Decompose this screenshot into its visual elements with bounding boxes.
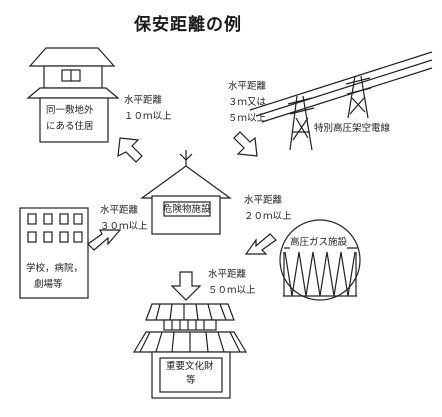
school-label-2: 劇場等 <box>34 279 63 290</box>
arrow-to-power-line <box>233 131 258 157</box>
power-distance-1: 水平距離 <box>228 81 267 92</box>
heritage-label-2: 等 <box>186 375 196 386</box>
residence-label-2: にある住居 <box>46 121 94 132</box>
arrow-to-school <box>87 229 122 251</box>
power-distance-3: ５ｍ以上 <box>228 113 267 124</box>
temple-building <box>132 303 248 399</box>
school-building <box>19 207 89 299</box>
hazardous-facility-building <box>140 150 232 235</box>
arrow-to-gas <box>244 233 277 255</box>
diagram-title: 保安距離の例 <box>134 15 242 35</box>
gas-distance-1: 水平距離 <box>244 195 283 206</box>
residence-distance-1: 水平距離 <box>124 95 163 106</box>
power-line-label: 特別高圧架空電線 <box>314 123 391 134</box>
power-line-towers <box>249 51 433 151</box>
gas-distance-2: ２０ｍ以上 <box>244 211 292 222</box>
arrow-to-residence <box>117 137 143 163</box>
gas-label: 高圧ガス施設 <box>290 236 348 249</box>
heritage-distance-2: ５０ｍ以上 <box>208 285 256 296</box>
gas-tank <box>279 219 361 301</box>
residence-distance-2: １０ｍ以上 <box>124 111 172 122</box>
school-distance-2: ３０ｍ以上 <box>100 221 148 232</box>
school-distance-1: 水平距離 <box>100 205 139 216</box>
center-label: 危険物施設 <box>163 204 211 215</box>
power-distance-2: ３ｍ又は <box>228 97 267 108</box>
residence-label-1: 同一敷地外 <box>46 105 94 116</box>
arrow-to-heritage <box>170 271 202 301</box>
heritage-label-1: 重要文化財 <box>166 361 214 372</box>
school-label-1: 学校，病院， <box>26 263 84 274</box>
residence-building <box>26 47 120 143</box>
heritage-distance-1: 水平距離 <box>208 269 247 280</box>
